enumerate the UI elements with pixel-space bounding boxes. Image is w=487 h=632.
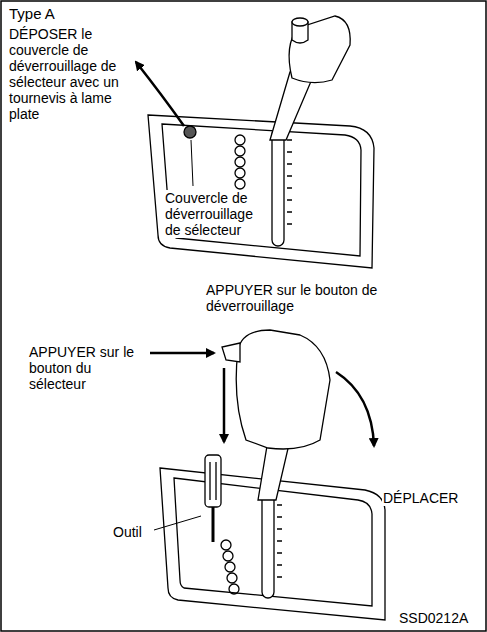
screwdriver <box>205 455 221 542</box>
console-top <box>148 115 374 268</box>
leader-line <box>191 140 193 186</box>
remove-arrow <box>136 62 184 126</box>
press-arrow <box>223 368 226 442</box>
press-arrow <box>150 352 214 355</box>
leader-line <box>154 516 201 530</box>
figure-code: SSD0212A <box>398 610 469 626</box>
selector-lever-top <box>270 16 350 140</box>
instruction-label: DÉPOSER le couvercle de déverrouillage d… <box>8 26 126 122</box>
instruction-label: DÉPLACER <box>382 490 459 506</box>
instruction-label: APPUYER sur le bouton de déverrouillage <box>205 282 385 314</box>
selector-lever-bottom <box>222 330 330 500</box>
move-arrow <box>336 372 374 446</box>
type-heading: Type A <box>8 6 56 22</box>
part-label: Couvercle de déverrouillage de sélecteur <box>164 190 268 238</box>
part-label: Outil <box>112 524 143 540</box>
instruction-label: APPUYER sur le bouton du sélecteur <box>28 344 146 392</box>
